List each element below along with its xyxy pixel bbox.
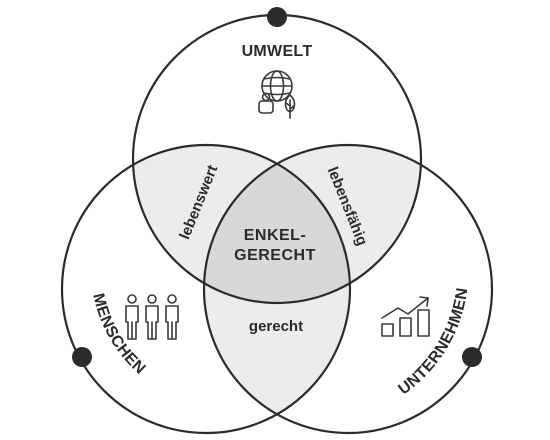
ring-dot-right <box>462 347 482 367</box>
circle-menschen <box>60 143 352 435</box>
label-menschen: MENSCHEN <box>89 292 148 378</box>
growth-chart-icon <box>381 296 430 337</box>
globe-plant-icon <box>258 70 296 119</box>
label-unternehmen: UNTERNEHMEN <box>395 287 471 399</box>
ring-dot-left <box>72 347 92 367</box>
people-icon <box>125 294 179 340</box>
label-umwelt: UMWELT <box>242 43 313 60</box>
label-center-line1: ENKEL- <box>244 227 307 244</box>
ring-dot-top <box>267 7 287 27</box>
label-center-line2: GERECHT <box>234 247 316 264</box>
label-gerecht: gerecht <box>249 318 303 335</box>
circle-unternehmen <box>202 143 494 435</box>
